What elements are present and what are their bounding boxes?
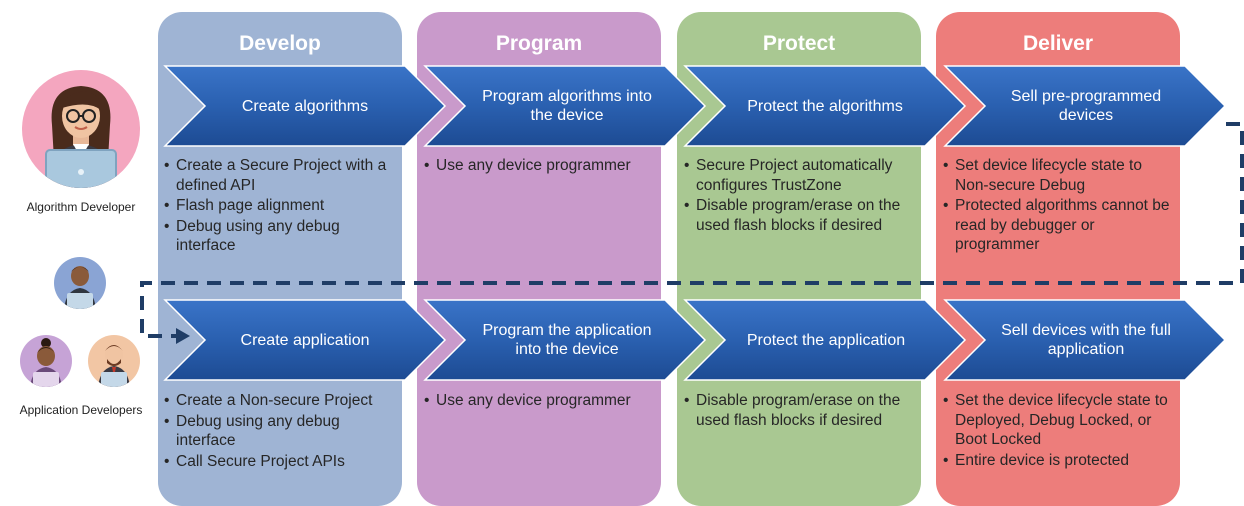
list-item: Create a Secure Project with a defined A… bbox=[164, 156, 396, 195]
develop-algorithm-bullets: Create a Secure Project with a defined A… bbox=[164, 156, 396, 257]
application-developer-avatar-top bbox=[54, 257, 106, 309]
column-title-develop: Develop bbox=[239, 32, 321, 55]
list-item: Debug using any debug interface bbox=[164, 412, 396, 451]
step-sell-full-application: Sell devices with the full application bbox=[1001, 322, 1171, 358]
chevron-protect-algorithms bbox=[683, 65, 967, 147]
list-item: Create a Non-secure Project bbox=[164, 391, 396, 411]
list-item: Disable program/erase on the used flash … bbox=[684, 391, 916, 430]
list-item: Entire device is protected bbox=[943, 451, 1175, 471]
list-item: Disable program/erase on the used flash … bbox=[684, 196, 916, 235]
list-item: Set device lifecycle state to Non-secure… bbox=[943, 156, 1175, 195]
chevron-sell-preprogrammed bbox=[943, 65, 1227, 147]
column-title-protect: Protect bbox=[762, 32, 836, 55]
step-protect-application: Protect the application bbox=[746, 331, 906, 349]
deliver-algorithm-bullets: Set device lifecycle state to Non-secure… bbox=[943, 156, 1175, 256]
program-algorithm-bullets: Use any device programmer bbox=[424, 156, 656, 177]
dashed-connector bbox=[140, 122, 1244, 338]
step-create-application: Create application bbox=[240, 331, 370, 349]
connector-arrowhead bbox=[176, 328, 190, 344]
chevron-program-application bbox=[423, 299, 707, 381]
list-item: Secure Project automatically configures … bbox=[684, 156, 916, 195]
application-developer-avatar-right bbox=[88, 335, 140, 387]
list-item: Protected algorithms cannot be read by d… bbox=[943, 196, 1175, 255]
list-item: Flash page alignment bbox=[164, 196, 396, 216]
chevron-create-application bbox=[163, 299, 447, 381]
chevron-create-algorithms bbox=[163, 65, 447, 147]
step-program-application: Program the application into the device bbox=[482, 322, 652, 358]
list-item: Use any device programmer bbox=[424, 156, 656, 176]
list-item: Call Secure Project APIs bbox=[164, 452, 396, 472]
algorithm-developer-avatar bbox=[22, 70, 140, 188]
column-title-deliver: Deliver bbox=[1022, 32, 1094, 55]
step-protect-algorithms: Protect the algorithms bbox=[747, 97, 903, 115]
step-create-algorithms: Create algorithms bbox=[241, 97, 369, 115]
deliver-application-bullets: Set the device lifecycle state to Deploy… bbox=[943, 391, 1175, 471]
chevron-program-algorithms bbox=[423, 65, 707, 147]
column-title-program: Program bbox=[495, 32, 583, 55]
step-program-algorithms: Program algorithms into the device bbox=[482, 88, 652, 124]
list-item: Set the device lifecycle state to Deploy… bbox=[943, 391, 1175, 450]
protect-algorithm-bullets: Secure Project automatically configures … bbox=[684, 156, 916, 236]
develop-application-bullets: Create a Non-secure Project Debug using … bbox=[164, 391, 396, 472]
list-item: Debug using any debug interface bbox=[164, 217, 396, 256]
list-item: Use any device programmer bbox=[424, 391, 656, 411]
step-sell-preprogrammed: Sell pre-programmed devices bbox=[1010, 88, 1162, 124]
program-application-bullets: Use any device programmer bbox=[424, 391, 656, 412]
algorithm-developer-label: Algorithm Developer bbox=[26, 200, 136, 214]
chevron-sell-full-application bbox=[943, 299, 1227, 381]
protect-application-bullets: Disable program/erase on the used flash … bbox=[684, 391, 916, 431]
application-developer-avatar-left bbox=[20, 335, 72, 387]
chevron-protect-application bbox=[683, 299, 967, 381]
application-developers-label: Application Developers bbox=[19, 403, 143, 417]
